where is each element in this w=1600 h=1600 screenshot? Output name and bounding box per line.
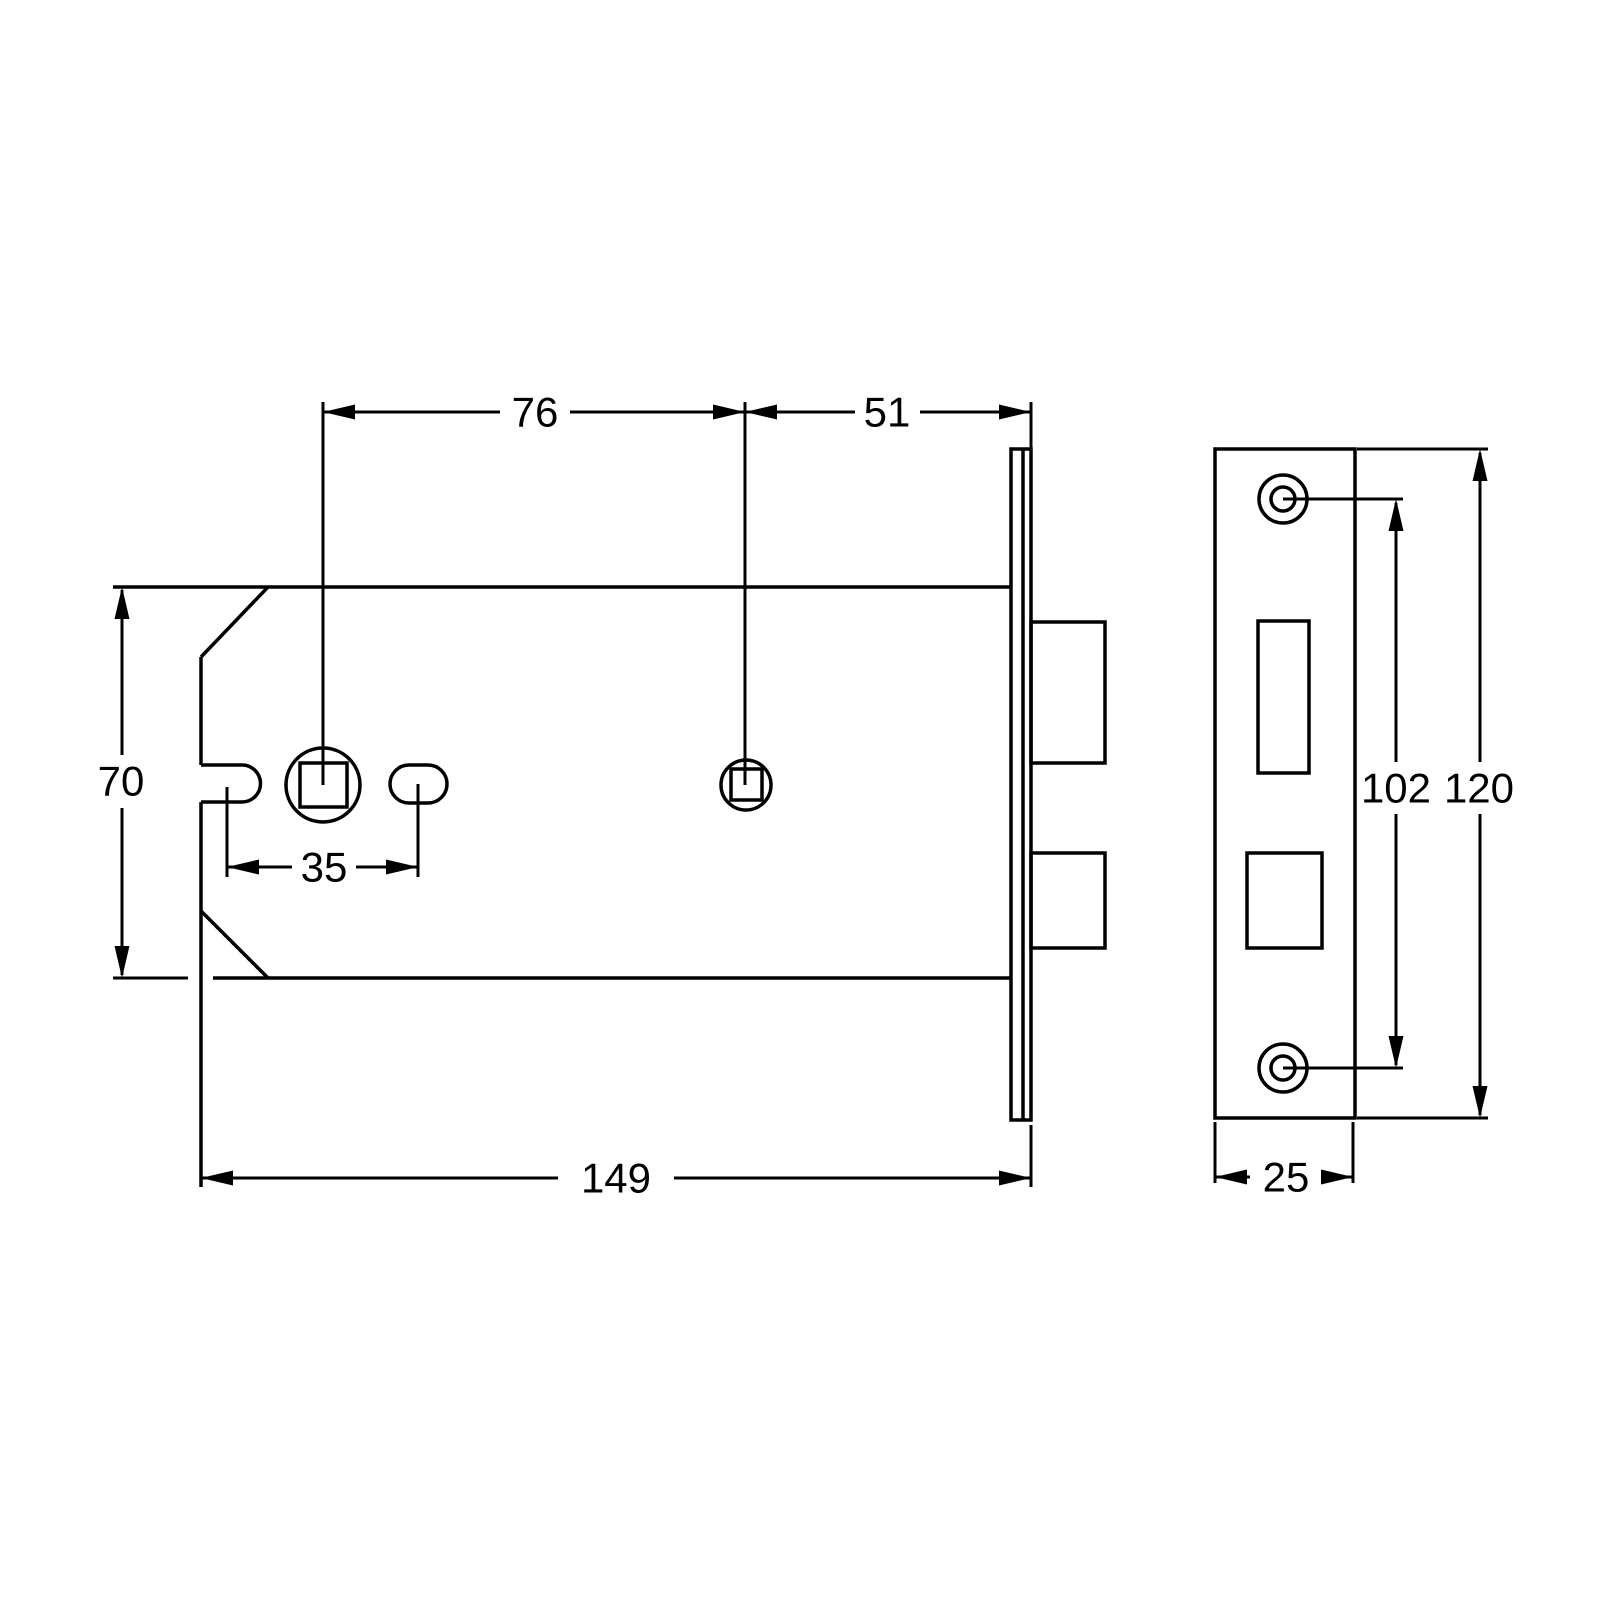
dim-35-label: 35	[301, 844, 348, 891]
faceplate-edge	[1009, 447, 1033, 1122]
arrowhead	[114, 946, 130, 978]
keyway-notch	[201, 763, 263, 804]
latch-cutout	[1256, 619, 1311, 775]
dimension-102: 102	[1361, 499, 1431, 1068]
deadbolt-cutout	[1245, 851, 1324, 950]
arrowhead	[745, 404, 777, 420]
dimension-120: 120	[1357, 447, 1514, 1120]
arrowhead	[713, 404, 745, 420]
faceplate-front-view	[1213, 447, 1403, 1120]
body-bottom-chamfer	[199, 909, 270, 980]
dim-120-label: 120	[1444, 765, 1514, 812]
dimension-35: 35	[225, 784, 420, 891]
bottom-screw-hole	[1257, 1042, 1403, 1094]
dim-25-label: 25	[1263, 1154, 1310, 1201]
arrowhead	[201, 1170, 233, 1186]
lock-body-side-view	[113, 447, 1107, 1187]
latch-bolt	[1029, 620, 1107, 765]
arrowhead	[114, 587, 130, 619]
faceplate-edge-outline	[1009, 447, 1033, 1122]
arrowhead	[999, 1170, 1031, 1186]
dimension-149: 149	[201, 1125, 1033, 1202]
arrowhead	[386, 859, 418, 875]
dim-149-label: 149	[581, 1155, 651, 1202]
arrowhead	[1388, 499, 1404, 531]
arrowhead	[1321, 1169, 1353, 1185]
dim-76-label: 76	[512, 389, 559, 436]
arrowhead	[1215, 1169, 1247, 1185]
deadbolt	[1029, 851, 1107, 950]
dimension-70: 70	[98, 587, 145, 978]
body-top-chamfer	[199, 585, 270, 659]
arrowhead	[227, 859, 259, 875]
dim-102-label: 102	[1361, 765, 1431, 812]
dim-70-label: 70	[98, 758, 145, 805]
arrowhead	[1472, 449, 1488, 481]
dim-51-label: 51	[864, 389, 911, 436]
arrowhead	[1388, 1036, 1404, 1068]
arrowhead	[323, 404, 355, 420]
arrowhead	[1472, 1086, 1488, 1118]
arrowhead	[999, 404, 1031, 420]
dimension-76: 76	[321, 389, 745, 785]
top-screw-hole	[1257, 473, 1403, 525]
dimension-51: 51	[743, 389, 1033, 785]
faceplate-outline	[1213, 447, 1357, 1120]
dimension-25: 25	[1213, 1122, 1355, 1201]
